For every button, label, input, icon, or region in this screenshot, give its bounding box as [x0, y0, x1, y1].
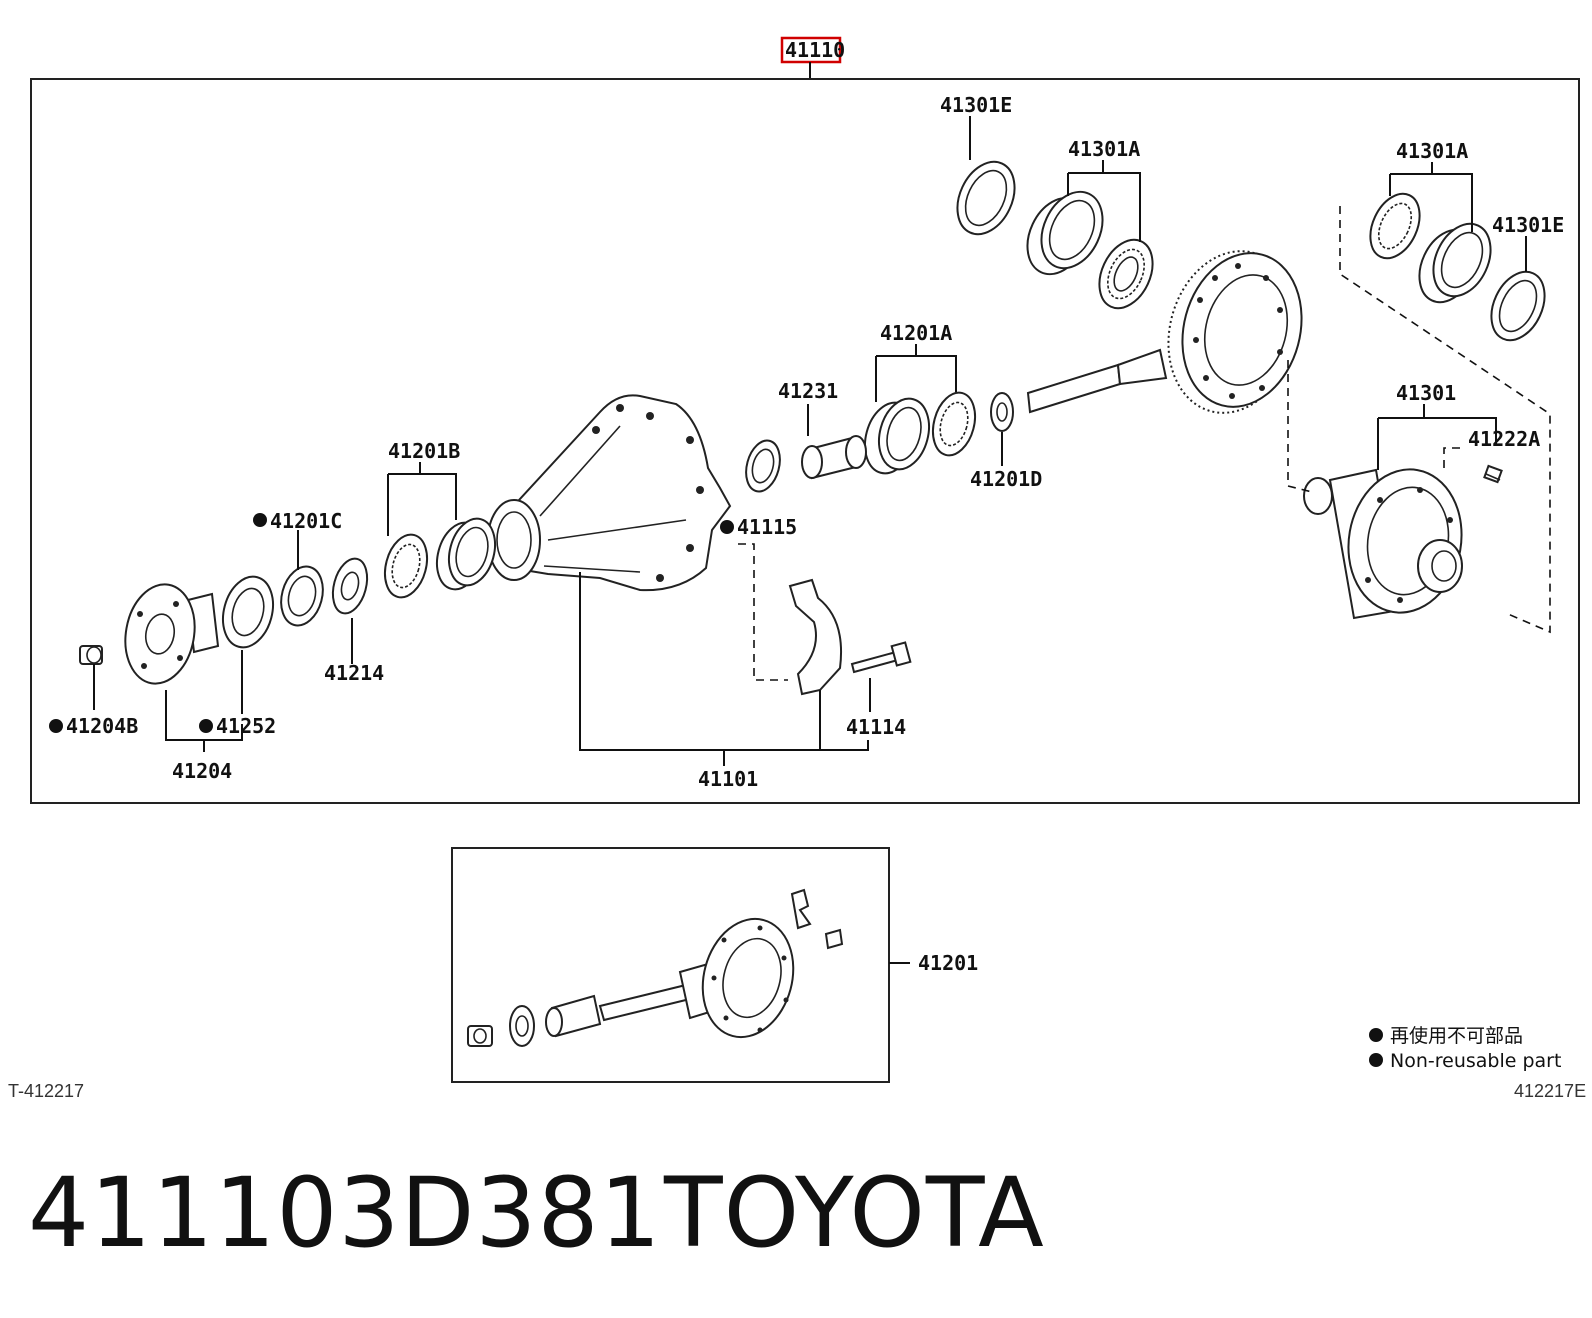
bearing-cone-41301A-right-part — [1369, 192, 1421, 260]
drive-pinion-ring-gear-set-part — [467, 888, 844, 1047]
label-41201C[interactable]: 41201C — [270, 509, 342, 533]
label-41222A[interactable]: 41222A — [1468, 427, 1540, 451]
figure-code-left: T-412217 — [8, 1081, 84, 1101]
label-41201D[interactable]: 41201D — [970, 467, 1042, 491]
nut-41204B-part — [79, 645, 103, 665]
label-41101[interactable]: 41101 — [698, 767, 758, 791]
label-41301E-right[interactable]: 41301E — [1492, 213, 1564, 237]
label-41201[interactable]: 41201 — [918, 951, 978, 975]
carrier-housing-41101-part — [487, 394, 732, 592]
bearing-cap-part — [788, 578, 842, 696]
non-reusable-dot-41201C — [253, 513, 267, 527]
bolt-41222A-part — [1483, 464, 1503, 484]
label-41115[interactable]: 41115 — [737, 515, 797, 539]
caption-brand: TOYOTA — [663, 1157, 1045, 1269]
companion-flange-41204-part — [124, 583, 220, 685]
label-41231[interactable]: 41231 — [778, 379, 838, 403]
ring-gear-pinion-part — [1026, 250, 1303, 414]
label-41214[interactable]: 41214 — [324, 661, 384, 685]
label-41301[interactable]: 41301 — [1396, 381, 1456, 405]
dust-deflector-41252-part — [222, 575, 274, 649]
label-41114[interactable]: 41114 — [846, 715, 906, 739]
figure-code-right: 412217E — [1514, 1081, 1586, 1101]
caption-part-number: 411103D381 — [28, 1157, 662, 1269]
non-reusable-dot-41252 — [199, 719, 213, 733]
label-41301E-top[interactable]: 41301E — [940, 93, 1012, 117]
legend-dot-1 — [1369, 1028, 1383, 1042]
label-41301A-mid[interactable]: 41301A — [1068, 137, 1140, 161]
non-reusable-dot-41204B — [49, 719, 63, 733]
spacer-41231-part — [801, 435, 867, 480]
differential-case-41301-part — [1303, 468, 1463, 620]
legend-dot-2 — [1369, 1053, 1383, 1067]
legend-line-2: Non-reusable part — [1390, 1050, 1561, 1072]
bolt-41114-part — [850, 641, 912, 674]
label-41301A-right[interactable]: 41301A — [1396, 139, 1468, 163]
bearing-cup-41201B-part — [435, 517, 497, 591]
oil-seal-41301E-right-part — [1490, 270, 1546, 342]
bearing-cone-41301A-part — [1098, 238, 1154, 310]
label-41204[interactable]: 41204 — [172, 759, 232, 783]
bearing-cup-41201A-part — [864, 397, 930, 475]
oil-seal-41201C-part — [280, 565, 324, 627]
washer-41201D-part — [990, 392, 1014, 432]
label-41201A[interactable]: 41201A — [880, 321, 952, 345]
sub-assembly-frame-41201 — [451, 847, 890, 1083]
bearing-cone-41201B-part — [383, 533, 429, 599]
main-assembly-frame — [30, 78, 1580, 804]
label-41204B[interactable]: 41204B — [66, 714, 138, 738]
bearing-cup-41301A-right-part — [1418, 222, 1492, 304]
bearing-cone-41201A-part — [931, 391, 977, 457]
label-41252[interactable]: 41252 — [216, 714, 276, 738]
assembly-label[interactable]: 41110 — [785, 38, 845, 62]
washer-41214-part — [331, 557, 369, 615]
legend-line-1: 再使用不可部品 — [1390, 1025, 1523, 1047]
bearing-cup-41301A-part — [1026, 190, 1104, 276]
oil-seal-41301E-top-part — [956, 160, 1016, 236]
oil-slinger-41115-part — [745, 439, 781, 493]
non-reusable-dot-41115 — [720, 520, 734, 534]
label-41201B[interactable]: 41201B — [388, 439, 460, 463]
